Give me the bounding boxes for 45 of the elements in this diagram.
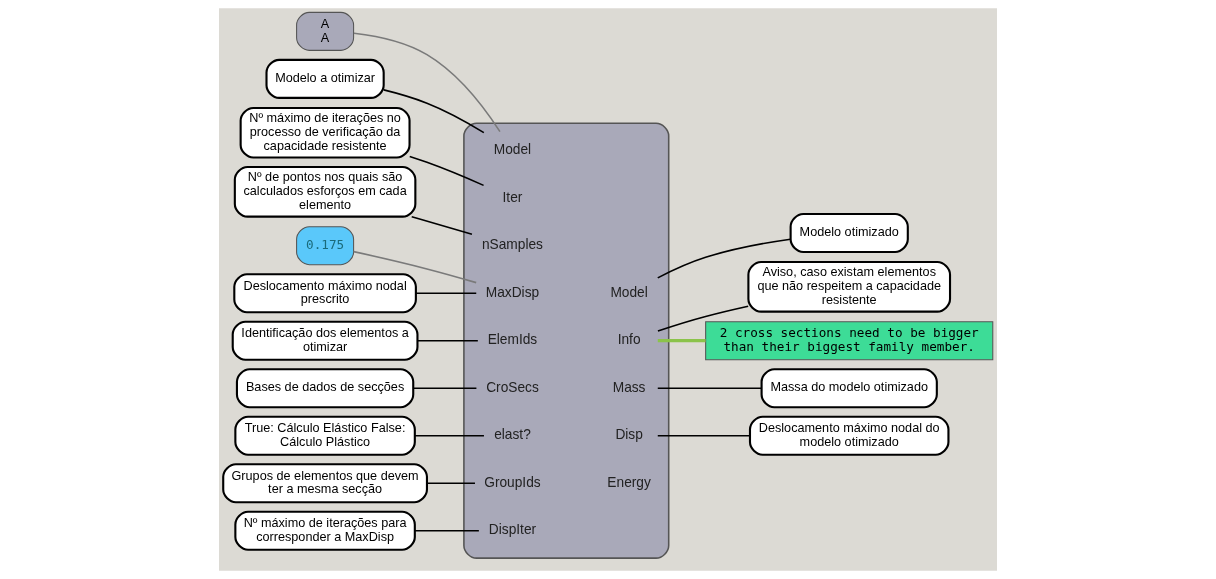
node-text: CroSecs (486, 379, 539, 395)
node-box: 2 cross sections need to be bigger than their biggest family member. (705, 321, 994, 361)
connector (657, 434, 751, 437)
node-box: Identificação dos elementos a otimizar (231, 320, 419, 361)
connector (414, 529, 480, 532)
node-box: Nº de pontos nos quais são calculados esforços em cada elemento (233, 166, 417, 218)
node-box: Massa do modelo otimizado (760, 368, 938, 409)
connector (426, 482, 476, 484)
node-text: Model (493, 142, 532, 158)
connector (657, 305, 749, 332)
node-box: Deslocamento máximo nodal prescrito (233, 273, 417, 314)
node-box: Aviso, caso existam elementos que não respeitem a capacidade resistente (747, 261, 952, 313)
node-text: Disp (615, 427, 643, 443)
node-text: Info (617, 332, 641, 348)
node-box: Nº máximo de iterações para corresponder a MaxDisp (234, 510, 416, 551)
node-box: 0.175 (296, 226, 355, 266)
connector (657, 339, 706, 343)
node-box: A A (296, 11, 355, 51)
connector (412, 387, 478, 389)
node-text: Mass (612, 379, 646, 395)
connector (414, 434, 485, 437)
node-box: True: Cálculo Elástico False: Cálculo Plástico (234, 415, 416, 456)
node-text: MaxDisp (485, 284, 540, 300)
connector (352, 250, 477, 284)
connector (415, 292, 478, 294)
node-text: DispIter (488, 522, 537, 538)
node-text: GroupIds (484, 474, 541, 490)
node-text: ElemIds (487, 332, 538, 348)
node-box: Bases de dados de secções (235, 368, 415, 409)
node-box: Modelo a otimizar (265, 58, 385, 99)
node-box: Deslocamento máximo nodal do modelo otimizado (748, 415, 950, 456)
node-text: nSamples (481, 237, 543, 253)
node-text: Energy (607, 474, 651, 490)
node-text: Iter (502, 189, 523, 205)
node-box: Grupos de elementos que devem ter a mesma secção (222, 463, 428, 504)
connector (353, 32, 501, 133)
node-text: elast? (494, 427, 531, 443)
connector (416, 339, 479, 342)
node-box: Nº máximo de iterações no processo de verificação da capacidade resistente (239, 106, 411, 159)
node-box: Modelo otimizado (789, 212, 909, 254)
connector (408, 155, 485, 187)
node-text: Model (610, 284, 648, 300)
connector (382, 89, 485, 134)
cluster (463, 122, 670, 559)
connector (657, 387, 763, 389)
